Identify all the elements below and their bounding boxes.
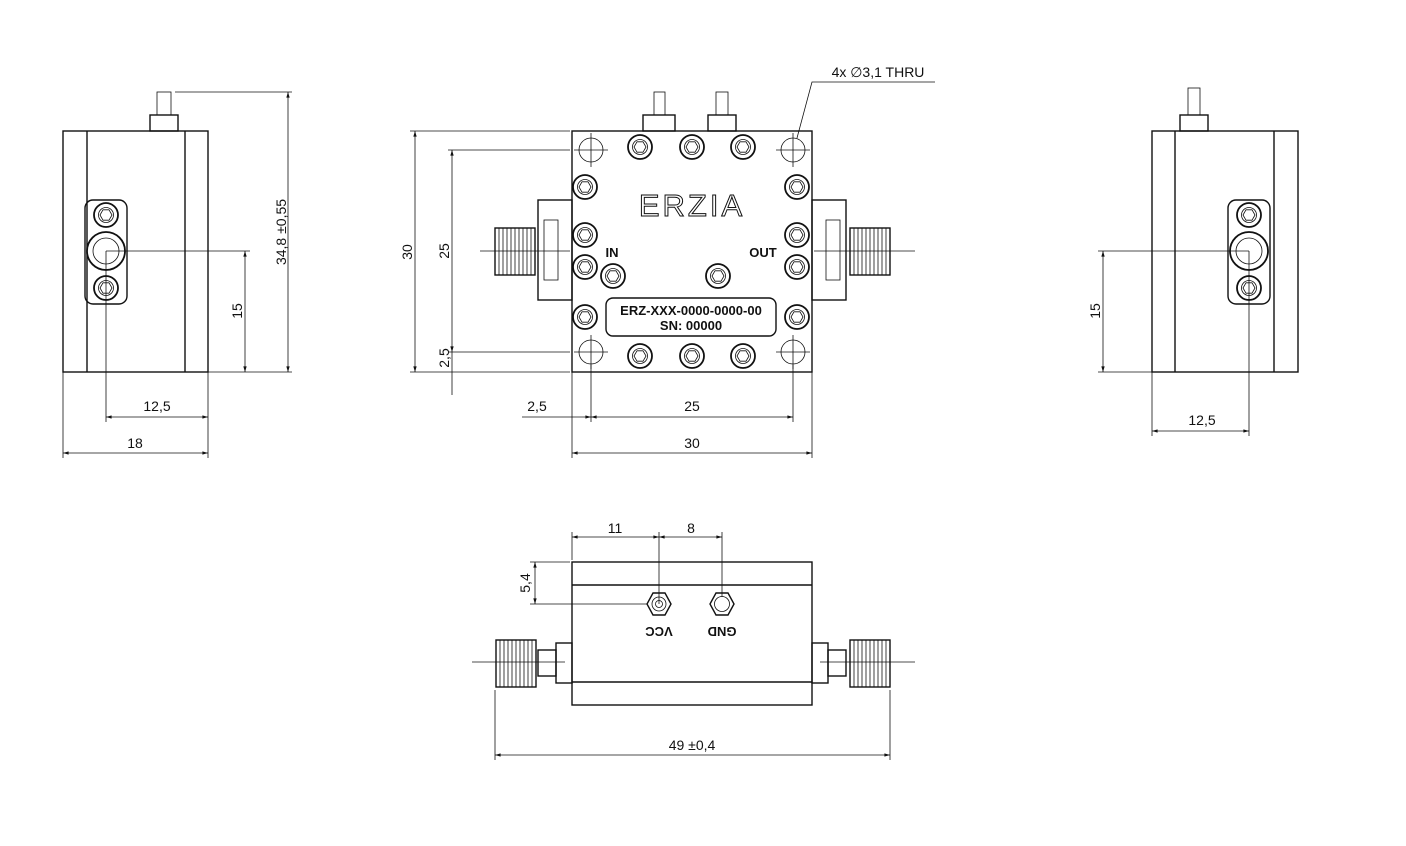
dim-pin-spacing: 8 [687,520,695,536]
dim-hole-offset-h: 2,5 [527,398,547,414]
dim-total-length: 49 ±0,4 [669,737,716,753]
dim-width: 18 [127,435,143,451]
part-number-label: ERZ-XXX-0000-0000-00 [620,303,762,318]
right-side-view: 15 12,5 [1087,87,1299,436]
front-top-view: ERZIA IN OUT ERZ-XXX-0000-0000-00 SN: 00… [399,64,935,458]
serial-number-label: SN: 00000 [660,318,722,333]
dim-connector-offset: 12,5 [1188,412,1215,428]
dim-hole-spacing-h: 25 [684,398,700,414]
vcc-label: VCC [645,624,673,639]
dim-width: 30 [684,435,700,451]
dim-pin-height: 5,4 [517,573,533,593]
dim-vcc-offset: 11 [608,520,623,536]
dim-hole-spacing-v: 25 [436,243,452,259]
dim-connector-offset: 12,5 [143,398,170,414]
dim-height-total: 34,8 ±0,55 [273,199,289,265]
bottom-view: VCC GND 11 8 5,4 49 ±0,4 [472,520,915,760]
gnd-label: GND [708,624,737,639]
dim-connector-height: 15 [1087,303,1103,319]
dim-hole-offset-v: 2,5 [436,348,452,368]
hole-callout: 4x ∅3,1 THRU [832,64,925,80]
port-in-label: IN [606,245,619,260]
left-side-view: 34,8 ±0,55 15 12,5 18 [62,91,292,458]
dim-height: 30 [399,244,415,260]
port-out-label: OUT [749,245,777,260]
erzia-logo: ERZIA [639,188,745,223]
dim-connector-height: 15 [229,303,245,319]
